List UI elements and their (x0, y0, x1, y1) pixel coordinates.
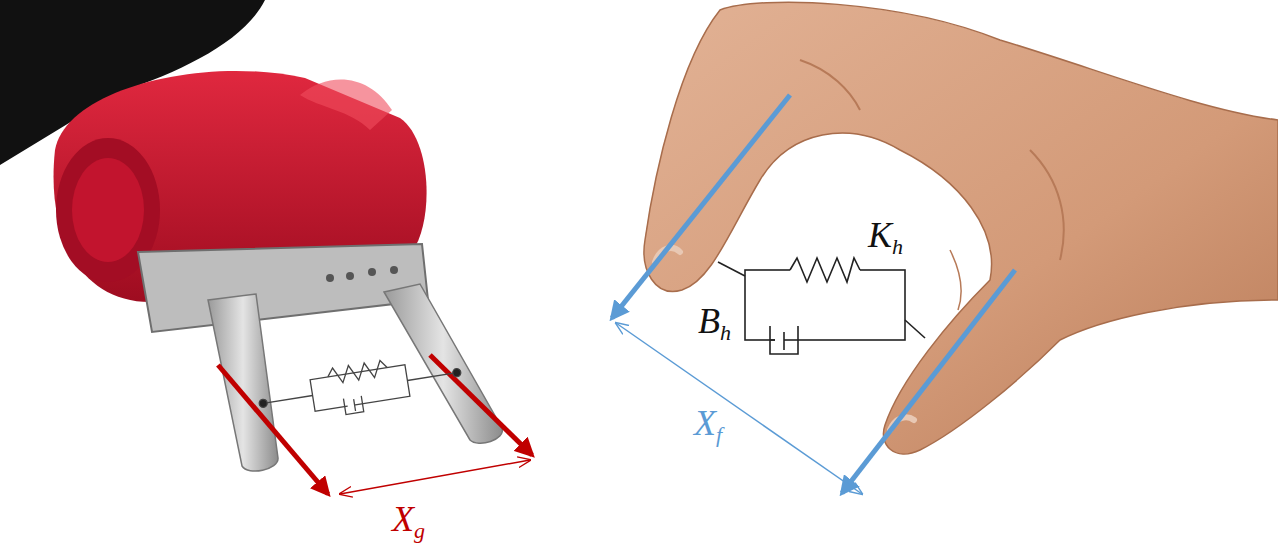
finger-aperture-label: Xf (694, 402, 722, 448)
human-hand (612, 2, 1278, 494)
gripper-width-label: Xg (392, 498, 425, 544)
stiffness-label: Kh (868, 214, 903, 260)
spring-damper-symbol (256, 348, 465, 427)
robot-gripper (0, 0, 532, 494)
damping-label: Bh (698, 300, 731, 346)
spring-damper-symbol (718, 258, 925, 354)
